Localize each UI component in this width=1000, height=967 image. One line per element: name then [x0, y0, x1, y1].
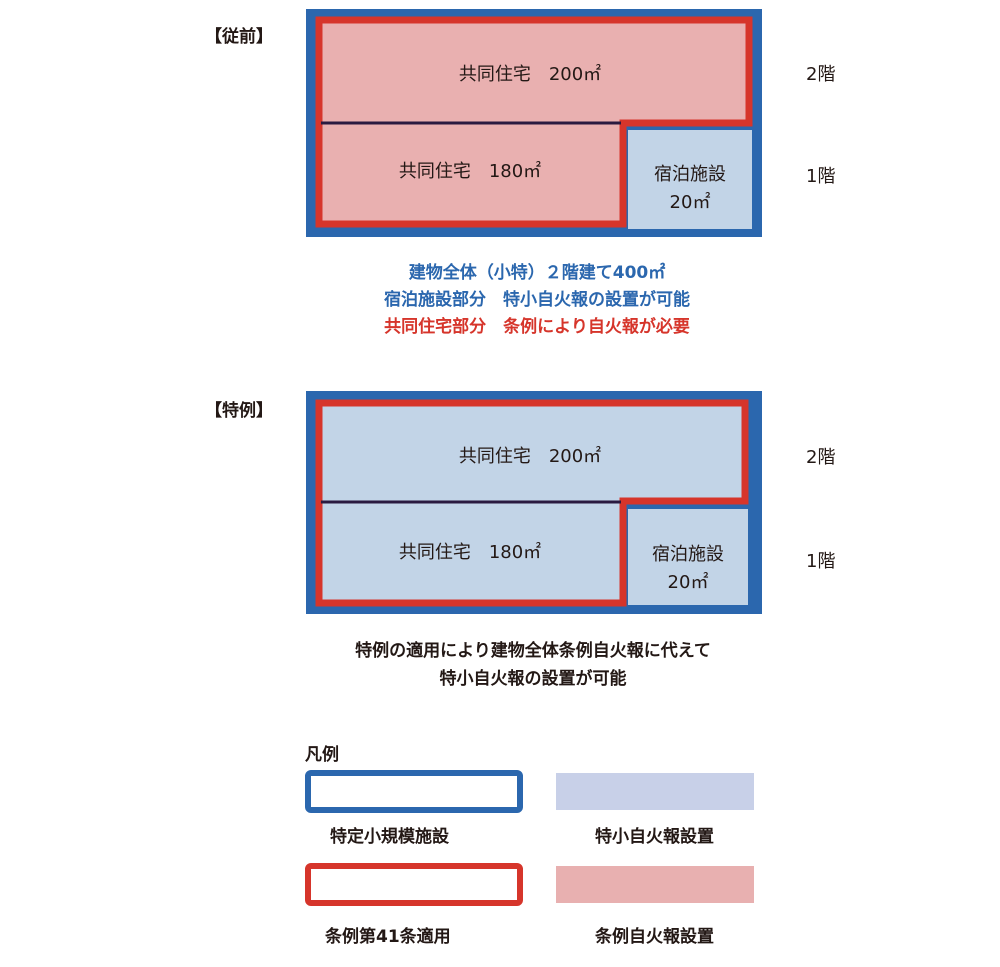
special-apt-1f: 共同住宅 180㎡ — [398, 542, 542, 563]
legend-title: 凡例 — [305, 745, 339, 765]
before-apt-2f: 共同住宅 200㎡ — [458, 64, 602, 85]
special-floor-2: 2階 — [806, 447, 836, 468]
before-note-2: 宿泊施設部分 特小自火報の設置が可能 — [384, 290, 690, 310]
special-note-1: 特例の適用により建物全体条例自火報に代えて — [355, 641, 711, 661]
special-lodging-name: 宿泊施設 — [652, 544, 724, 565]
legend-label-ordinance-alarm: 条例自火報設置 — [595, 927, 714, 947]
before-lodging-area — [628, 130, 752, 229]
legend-blue-outline-swatch — [305, 770, 523, 813]
before-apt-1f: 共同住宅 180㎡ — [398, 161, 542, 182]
before-label: 【従前】 — [205, 27, 273, 47]
special-floor-1: 1階 — [806, 551, 836, 572]
special-lodging-area-text: 20㎡ — [667, 572, 709, 593]
legend-pink-fill-swatch — [556, 866, 754, 903]
special-lodging-area — [628, 509, 748, 605]
legend-label-ordinance-41: 条例第41条適用 — [325, 927, 451, 947]
legend-red-outline-swatch — [305, 863, 523, 906]
special-apt-2f: 共同住宅 200㎡ — [458, 446, 602, 467]
before-floor-2: 2階 — [806, 64, 836, 85]
before-note-1: 建物全体（小特）２階建て400㎡ — [408, 263, 666, 283]
legend-label-small-alarm: 特小自火報設置 — [595, 827, 714, 847]
legend-label-specific-small: 特定小規模施設 — [330, 827, 449, 847]
legend-blue-fill-swatch — [556, 773, 754, 810]
special-note-2: 特小自火報の設置が可能 — [439, 669, 627, 689]
before-lodging-area-text: 20㎡ — [669, 192, 711, 213]
special-label: 【特例】 — [205, 401, 273, 421]
before-lodging-name: 宿泊施設 — [654, 164, 726, 185]
before-note-3: 共同住宅部分 条例により自火報が必要 — [384, 317, 690, 337]
before-floor-1: 1階 — [806, 166, 836, 187]
